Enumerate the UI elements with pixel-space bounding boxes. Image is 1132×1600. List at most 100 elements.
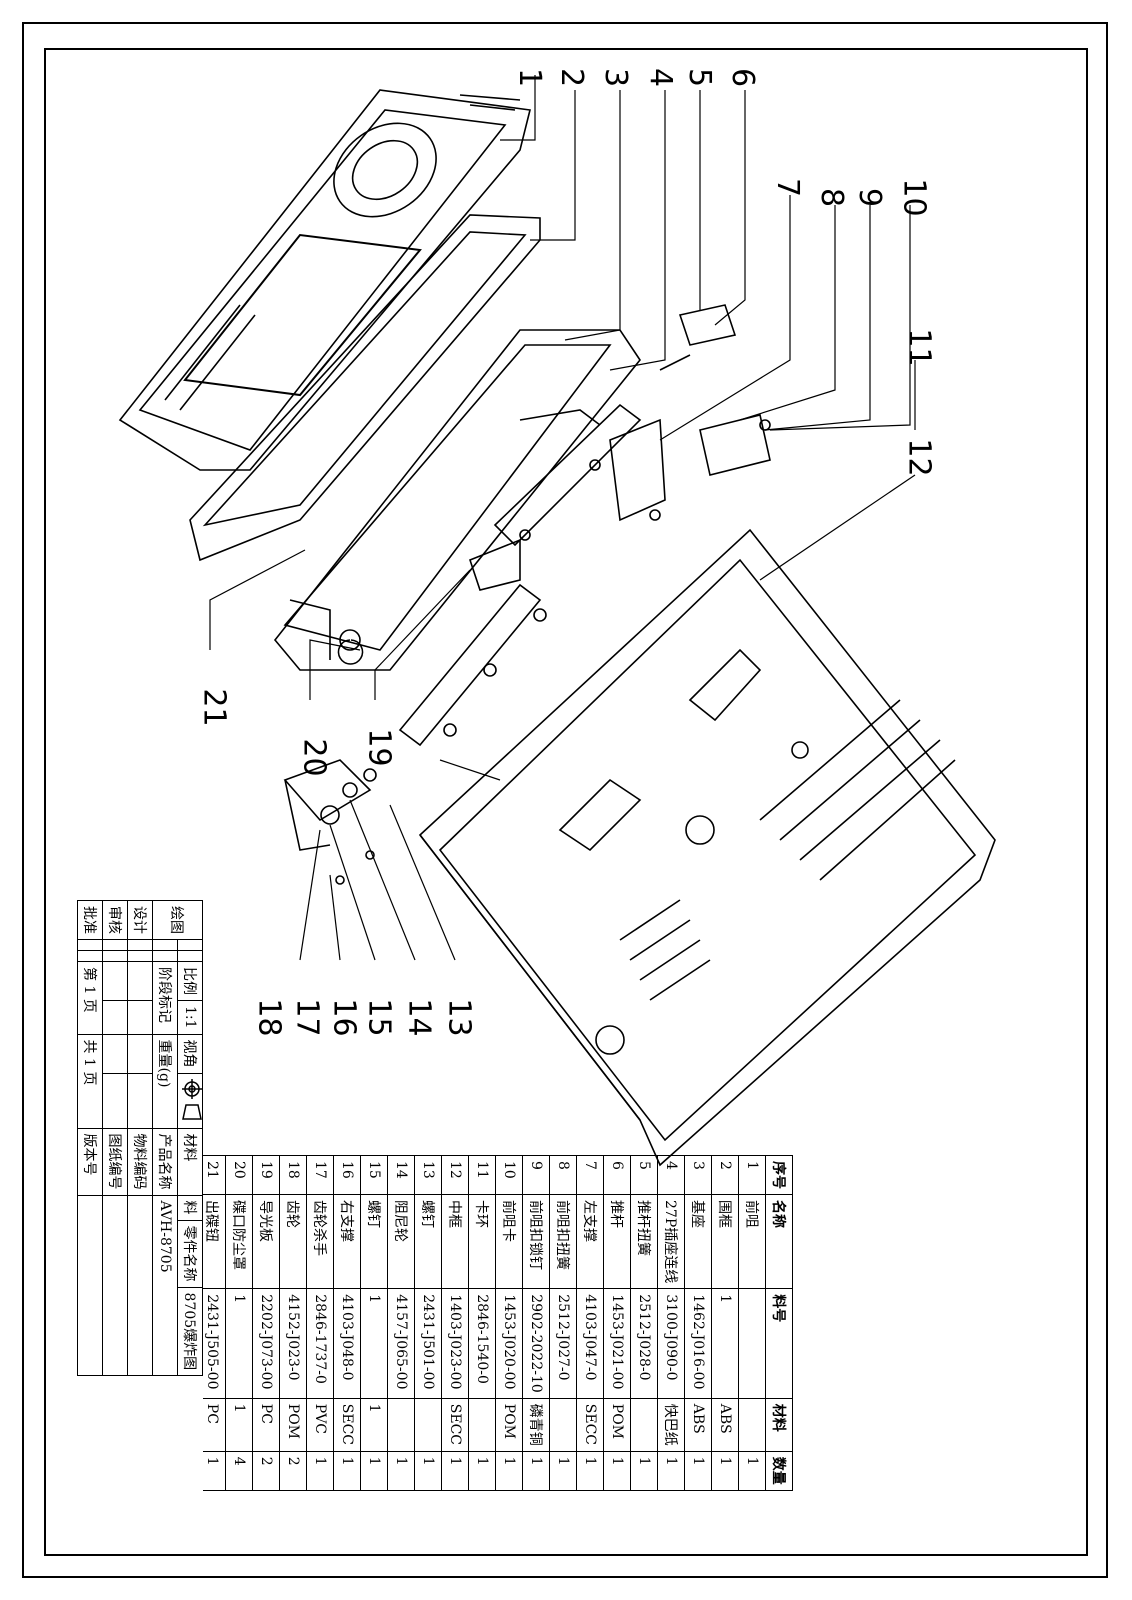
parts-cell-qty: 1 bbox=[738, 1451, 766, 1491]
view-label: 视角 bbox=[177, 1034, 203, 1074]
callout-11: 11 bbox=[901, 328, 937, 367]
parts-cell-name: 前咀扣锁钉 bbox=[522, 1194, 550, 1289]
parts-cell-material: 1 bbox=[225, 1398, 253, 1452]
callout-19: 19 bbox=[361, 728, 397, 767]
parts-cell-qty: 2 bbox=[279, 1451, 307, 1491]
parts-cell-no: 5 bbox=[630, 1155, 658, 1195]
front-panel-part bbox=[118, 89, 531, 471]
parts-cell-code: 2431-J501-00 bbox=[414, 1288, 442, 1399]
parts-cell-no: 2 bbox=[711, 1155, 739, 1195]
parts-header-no: 序号 bbox=[765, 1155, 793, 1195]
material-code-label: 物料编码 bbox=[127, 1128, 153, 1196]
scale-value: 1:1 bbox=[177, 1000, 203, 1035]
parts-cell-material: SECC bbox=[333, 1398, 361, 1452]
parts-cell-material: POM bbox=[279, 1398, 307, 1452]
parts-cell-no: 6 bbox=[603, 1155, 631, 1195]
parts-cell-qty: 1 bbox=[414, 1451, 442, 1491]
parts-cell-material: 1 bbox=[360, 1398, 388, 1452]
parts-header-code: 料号 bbox=[765, 1288, 793, 1399]
drawing-border bbox=[44, 48, 1088, 1556]
parts-cell-qty: 1 bbox=[684, 1451, 712, 1491]
parts-header-material: 材料 bbox=[765, 1398, 793, 1452]
parts-cell-material bbox=[549, 1398, 577, 1452]
parts-cell-qty: 1 bbox=[630, 1451, 658, 1491]
parts-cell-name: 前咀扣扭簧 bbox=[549, 1194, 577, 1289]
callout-15: 15 bbox=[361, 998, 397, 1037]
parts-cell-qty: 1 bbox=[203, 1451, 226, 1491]
parts-cell-name: 导光板 bbox=[252, 1194, 280, 1289]
parts-cell-no: 15 bbox=[360, 1155, 388, 1195]
draw-label: 绘图 bbox=[152, 900, 203, 940]
parts-cell-no: 4 bbox=[657, 1155, 685, 1195]
parts-cell-qty: 1 bbox=[360, 1451, 388, 1491]
parts-cell-material bbox=[738, 1398, 766, 1452]
callout-14: 14 bbox=[401, 998, 437, 1037]
parts-cell-material bbox=[630, 1398, 658, 1452]
callout-18: 18 bbox=[251, 998, 287, 1037]
parts-cell-name: 齿轮 bbox=[279, 1194, 307, 1289]
parts-cell-qty: 4 bbox=[225, 1451, 253, 1491]
material-value: 料 bbox=[177, 1195, 203, 1221]
stage-label: 阶段标记 bbox=[152, 961, 178, 1035]
parts-cell-code: 4103-J048-0 bbox=[333, 1288, 361, 1399]
material-label: 材料 bbox=[177, 1128, 203, 1196]
parts-cell-name: 前咀 bbox=[738, 1194, 766, 1289]
parts-cell-name: 推杆 bbox=[603, 1194, 631, 1289]
weight-label: 重量(g) bbox=[152, 1034, 178, 1129]
parts-cell-qty: 1 bbox=[495, 1451, 523, 1491]
design-label: 设计 bbox=[127, 900, 153, 940]
parts-cell-name: 推杆扭簧 bbox=[630, 1194, 658, 1289]
parts-cell-code: 4152-J023-0 bbox=[279, 1288, 307, 1399]
parts-cell-code: 2902-2022-10 bbox=[522, 1288, 550, 1399]
parts-cell-material bbox=[414, 1398, 442, 1452]
parts-cell-no: 1 bbox=[738, 1155, 766, 1195]
parts-header-name: 名称 bbox=[765, 1194, 793, 1289]
parts-cell-name: 螺钉 bbox=[360, 1194, 388, 1289]
callout-3: 3 bbox=[598, 67, 634, 88]
lower-bracket-parts bbox=[283, 759, 377, 885]
parts-cell-no: 18 bbox=[279, 1155, 307, 1195]
parts-cell-material: PC bbox=[252, 1398, 280, 1452]
chassis-part bbox=[418, 528, 996, 1167]
parts-cell-qty: 1 bbox=[306, 1451, 334, 1491]
callout-10: 10 bbox=[896, 178, 932, 217]
parts-cell-code: 1 bbox=[225, 1288, 253, 1399]
title-block-table: 绘图 比例 1:1 视角 材料 料 零件名称 8705爆炸图 阶段标记 重量(g… bbox=[77, 900, 203, 1376]
parts-cell-code: 1453-J020-00 bbox=[495, 1288, 523, 1399]
parts-cell-name: 围框 bbox=[711, 1194, 739, 1289]
parts-cell-name: 齿轮杀手 bbox=[306, 1194, 334, 1289]
projection-symbol bbox=[177, 1073, 203, 1129]
parts-cell-qty: 1 bbox=[576, 1451, 604, 1491]
parts-cell-code: 4157-J065-00 bbox=[387, 1288, 415, 1399]
middle-components bbox=[398, 304, 771, 747]
callout-7: 7 bbox=[770, 177, 806, 198]
product-value: AVH-8705 bbox=[152, 1195, 178, 1376]
parts-cell-code: 2512-J027-0 bbox=[549, 1288, 577, 1399]
review-label: 审核 bbox=[102, 900, 128, 940]
approve-label: 批准 bbox=[77, 900, 103, 940]
callout-6: 6 bbox=[725, 67, 761, 88]
callout-8: 8 bbox=[814, 187, 850, 208]
parts-cell-material: POM bbox=[603, 1398, 631, 1452]
parts-cell-qty: 1 bbox=[657, 1451, 685, 1491]
title-block-container: 绘图 比例 1:1 视角 材料 料 零件名称 8705爆炸图 阶段标记 重量(g… bbox=[46, 900, 203, 1555]
parts-cell-code: 2846-1540-0 bbox=[468, 1288, 496, 1399]
parts-cell-material bbox=[468, 1398, 496, 1452]
parts-cell-no: 10 bbox=[495, 1155, 523, 1195]
parts-cell-qty: 1 bbox=[603, 1451, 631, 1491]
parts-cell-no: 14 bbox=[387, 1155, 415, 1195]
